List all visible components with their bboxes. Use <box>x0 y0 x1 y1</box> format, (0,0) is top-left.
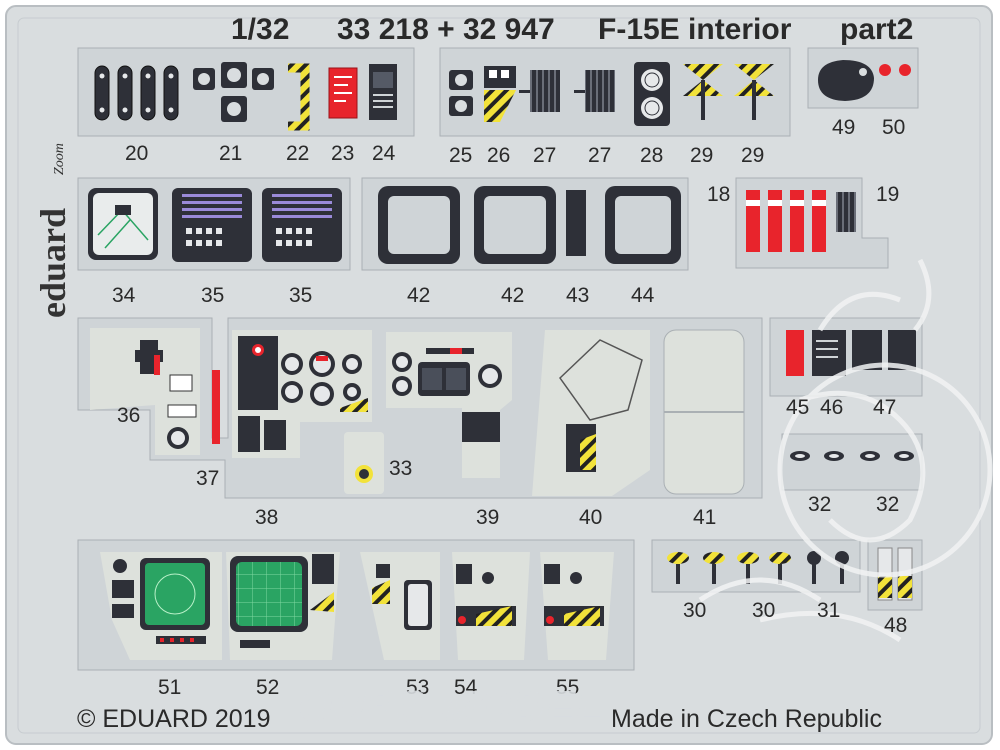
part-label: 55 <box>556 676 580 699</box>
part-label: 22 <box>286 142 310 165</box>
watermark-seal <box>698 258 993 643</box>
part-label: 19 <box>876 183 900 206</box>
part-label: 52 <box>256 676 280 699</box>
zoom-logo: Zoom <box>52 143 67 175</box>
part-label: 41 <box>693 506 717 529</box>
part-label: 34 <box>112 284 136 307</box>
part-label: 49 <box>832 116 856 139</box>
part-label: 40 <box>579 506 603 529</box>
part-label: 30 <box>683 599 707 622</box>
part-label: 53 <box>406 676 430 699</box>
scale-label: 1/32 <box>231 13 290 46</box>
part-label: 32 <box>876 493 900 516</box>
copyright: © EDUARD 2019 <box>77 705 271 733</box>
part-label: 48 <box>884 614 908 637</box>
part-label: 21 <box>219 142 243 165</box>
parts-25-29-carrier <box>439 47 791 137</box>
parts-18-19-carrier <box>735 177 889 269</box>
part-label: 31 <box>817 599 841 622</box>
part-label: 37 <box>196 467 220 490</box>
part-label: 51 <box>158 676 182 699</box>
part-label: 32 <box>808 493 832 516</box>
part-label: 42 <box>501 284 525 307</box>
parts-45-47-carrier <box>769 317 923 397</box>
part-label: 23 <box>331 142 355 165</box>
part-label: 35 <box>201 284 225 307</box>
parts-42-44-carrier <box>361 177 689 271</box>
set-numbers: 33 218 + 32 947 <box>337 13 555 46</box>
part-label: 24 <box>372 142 396 165</box>
part-label: 26 <box>487 144 511 167</box>
watermark-text: OUPS MODEL <box>298 682 604 731</box>
part-number: part2 <box>840 13 914 46</box>
part-label: 38 <box>255 506 279 529</box>
parts-34-35-carrier <box>77 177 351 271</box>
kit-title: F-15E interior <box>598 13 792 46</box>
part-label: 33 <box>389 457 413 480</box>
part-label: 27 <box>533 144 557 167</box>
country-of-origin: Made in Czech Republic <box>611 705 882 733</box>
parts-36-41-carrier <box>77 317 763 499</box>
part-label: 36 <box>117 404 141 427</box>
parts-49-50-carrier <box>807 47 919 109</box>
part-label: 29 <box>690 144 714 167</box>
part-label: 39 <box>476 506 500 529</box>
part-label: 50 <box>882 116 906 139</box>
part-label: 46 <box>820 396 844 419</box>
part-label: 20 <box>125 142 149 165</box>
parts-51-55-carrier <box>77 539 635 671</box>
part-label: 18 <box>707 183 731 206</box>
part-label: 45 <box>786 396 810 419</box>
part-label: 47 <box>873 396 897 419</box>
eduard-logo: eduard <box>33 207 73 318</box>
part-label: 30 <box>752 599 776 622</box>
part-label: 54 <box>454 676 478 699</box>
part-label: 35 <box>289 284 313 307</box>
part-label: 42 <box>407 284 431 307</box>
part-label: 43 <box>566 284 590 307</box>
part-label: 44 <box>631 284 655 307</box>
part-label: 27 <box>588 144 612 167</box>
part-label: 29 <box>741 144 765 167</box>
part-label: 28 <box>640 144 664 167</box>
parts-30-31-carrier <box>651 539 861 593</box>
part-32-carrier <box>781 433 923 491</box>
part-label: 25 <box>449 144 473 167</box>
parts-20-24-carrier <box>77 47 415 137</box>
